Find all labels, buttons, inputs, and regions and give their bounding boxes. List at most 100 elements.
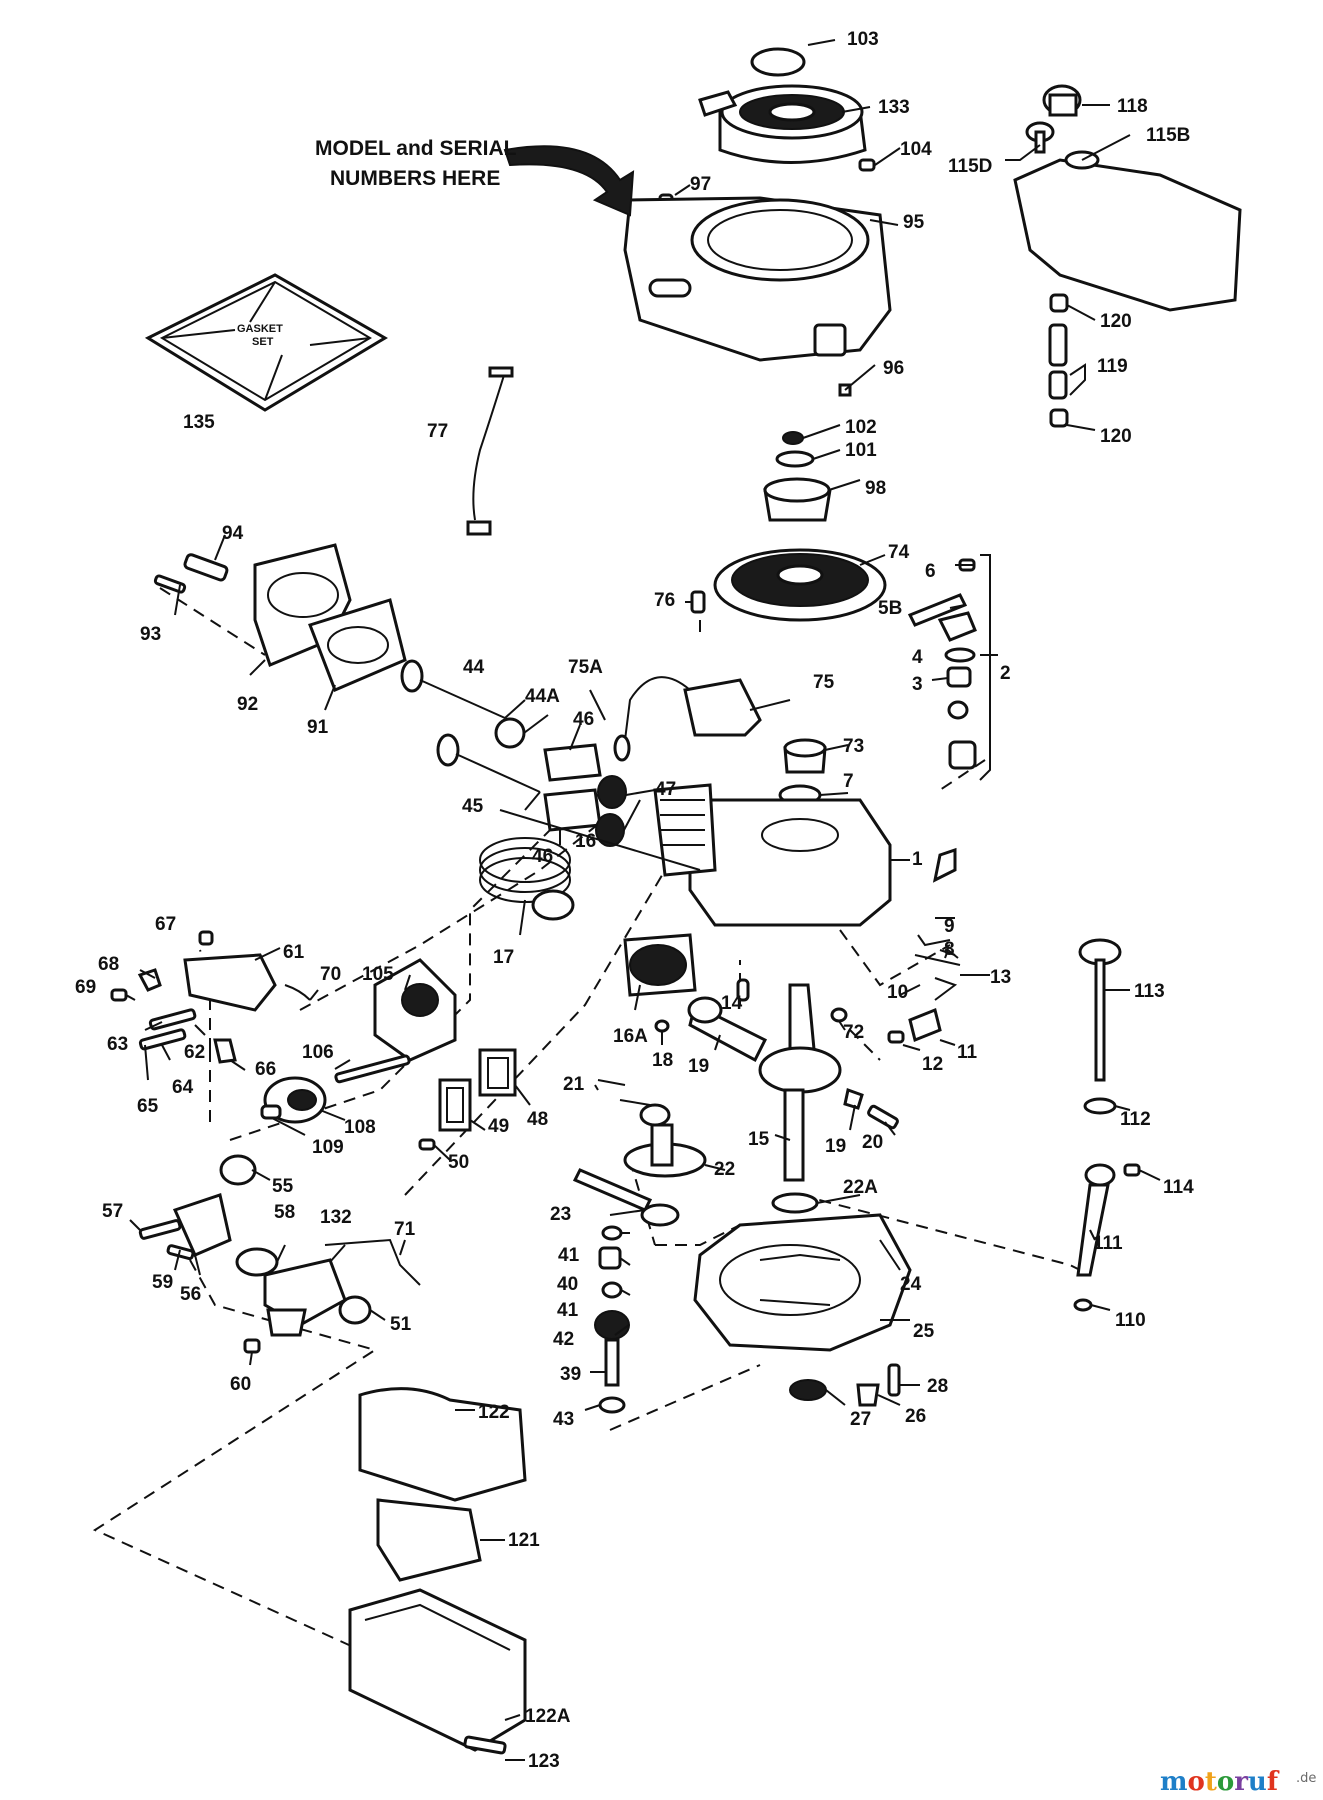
parts-drawing: [110, 47, 1242, 1755]
part-number-labels: 103 133 104 97 95 118 115B 115D 120 119 …: [75, 29, 1194, 1772]
part-label: 50: [448, 1152, 469, 1173]
part-label: 76: [654, 590, 675, 611]
part-label: 75A: [568, 657, 603, 678]
part-label: 102: [845, 417, 877, 438]
part-label: 72: [843, 1022, 864, 1043]
part-label: 94: [222, 523, 244, 544]
assembly-dashed-lines: [92, 587, 1081, 1651]
part-label: 101: [845, 440, 877, 461]
breather-parts-part: [260, 958, 457, 1124]
watermark-text: motoruf: [1160, 1767, 1280, 1797]
part-label: 21: [563, 1074, 585, 1095]
part-label: 106: [302, 1042, 334, 1063]
part-label: 75: [813, 672, 835, 693]
part-label: 74: [888, 542, 910, 563]
part-label: 15: [748, 1129, 770, 1150]
fuel-line-part: [1048, 293, 1069, 428]
part-label: 55: [272, 1176, 294, 1197]
part-label: 92: [237, 694, 258, 715]
drain-parts-part: [789, 1363, 901, 1407]
part-label: 57: [102, 1201, 123, 1222]
part-label: 47: [655, 779, 676, 800]
part-label: 120: [1100, 426, 1132, 447]
cylinder-head-part: [253, 543, 407, 692]
part-label: 23: [550, 1204, 571, 1225]
watermark-letter: f: [1267, 1767, 1280, 1797]
part-label: 20: [862, 1132, 883, 1153]
part-label: 123: [528, 1751, 560, 1772]
part-label: 25: [913, 1321, 935, 1342]
part-label: 28: [927, 1376, 948, 1397]
part-label: 17: [493, 947, 514, 968]
part-label: 110: [1115, 1310, 1146, 1331]
part-label: 109: [312, 1137, 344, 1158]
gasket-set-text: GASKET SET: [237, 323, 283, 348]
part-label: 39: [560, 1364, 581, 1385]
part-label: 133: [878, 97, 910, 118]
part-label: 6: [925, 561, 936, 582]
part-label: 24: [900, 1274, 922, 1295]
part-label: 113: [1134, 981, 1165, 1002]
part-label: 9: [944, 916, 955, 937]
part-label: 70: [320, 964, 341, 985]
part-label: 56: [180, 1284, 201, 1305]
oil-pump-parts-part: [594, 1225, 630, 1414]
part-label: 18: [652, 1050, 673, 1071]
part-label: 59: [152, 1272, 173, 1293]
watermark-logo: motoruf .de: [1160, 1767, 1316, 1797]
watermark-letter: m: [1160, 1767, 1188, 1797]
ground-wire-part: [466, 366, 514, 536]
part-label: 93: [140, 624, 161, 645]
part-label: 114: [1163, 1177, 1194, 1198]
valve-springs-part: [543, 743, 627, 847]
part-label: 112: [1120, 1109, 1151, 1130]
part-label: 63: [107, 1034, 128, 1055]
part-label: 103: [847, 29, 879, 50]
spark-plug-part: [153, 553, 229, 594]
part-label: 46: [532, 846, 553, 867]
part-label: 111: [1093, 1233, 1123, 1254]
part-label: 1: [912, 849, 923, 870]
part-label: 46: [573, 709, 594, 730]
part-label: 26: [905, 1406, 926, 1427]
part-label: 105: [362, 964, 394, 985]
callout-line1: MODEL and SERIAL: [315, 137, 517, 160]
piston-part: [623, 933, 848, 1063]
part-label: 51: [390, 1314, 412, 1335]
crankshaft-part: [758, 983, 899, 1182]
cylinder-block-part: [653, 783, 957, 927]
blower-housing-part: [623, 196, 892, 397]
part-label: 40: [557, 1274, 578, 1295]
part-label: 97: [690, 174, 711, 195]
watermark-letter: o: [1217, 1767, 1234, 1797]
watermark-letter: u: [1248, 1767, 1267, 1797]
part-label: 61: [283, 942, 305, 963]
part-label: 120: [1100, 311, 1132, 332]
part-label: 96: [883, 358, 904, 379]
part-label: 41: [557, 1300, 579, 1321]
part-label: 122A: [525, 1706, 571, 1727]
part-label: 13: [990, 967, 1011, 988]
part-label: 91: [307, 717, 329, 738]
part-label: 3: [912, 674, 923, 695]
part-label: 44A: [525, 686, 560, 707]
part-label: 4: [912, 647, 923, 668]
watermark-letter: o: [1188, 1767, 1205, 1797]
control-bracket-part: [110, 930, 311, 1064]
part-label: 118: [1117, 96, 1148, 117]
part-label: 66: [255, 1059, 276, 1080]
carburetor-part: [138, 1154, 421, 1354]
part-label: 49: [488, 1116, 509, 1137]
recoil-starter-part: [658, 47, 876, 207]
part-label: 16A: [613, 1026, 648, 1047]
part-label: 71: [394, 1219, 416, 1240]
part-label: 2: [1000, 663, 1011, 684]
part-label: 43: [553, 1409, 574, 1430]
gasket-set-line2: SET: [252, 336, 274, 348]
part-label: 48: [527, 1109, 548, 1130]
part-label: 11: [957, 1042, 978, 1063]
part-label: 95: [903, 212, 925, 233]
intake-gaskets-part: [418, 1048, 517, 1151]
crankcase-sump-part: [693, 1213, 912, 1352]
